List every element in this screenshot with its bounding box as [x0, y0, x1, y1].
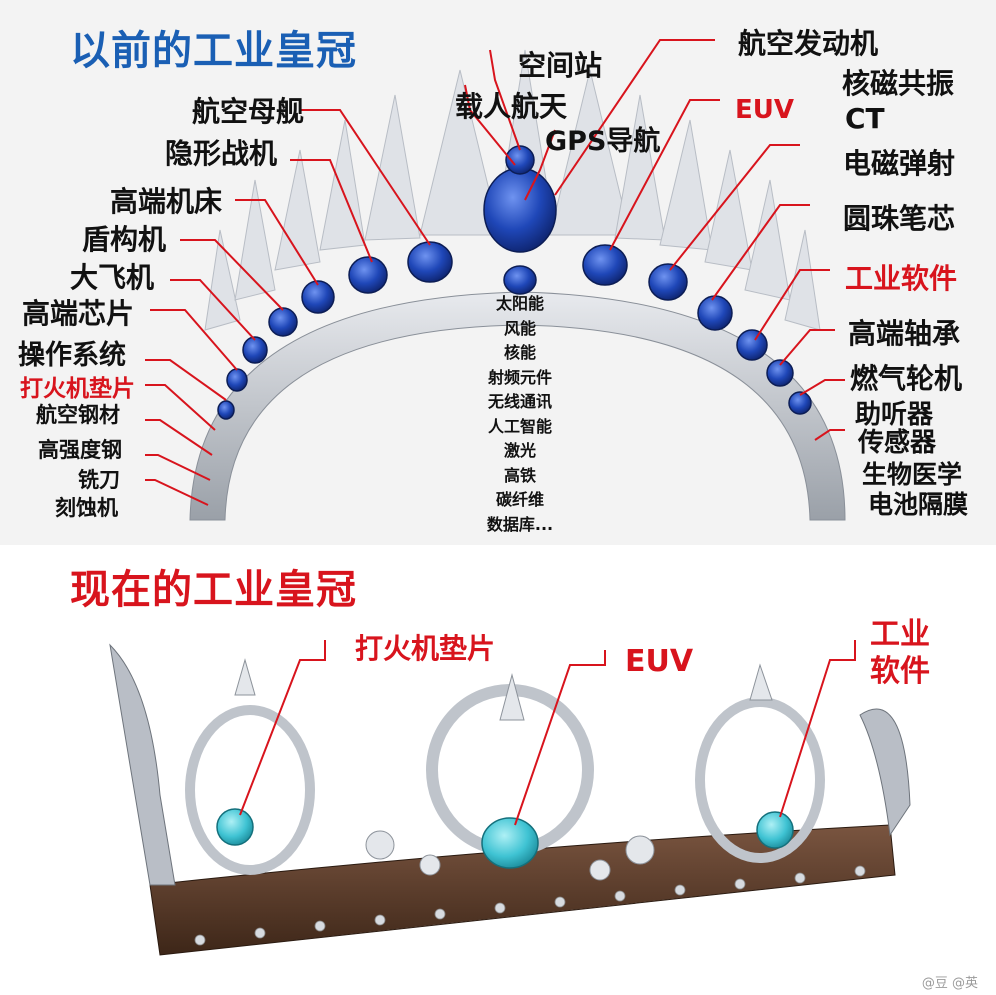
left-frame: [109, 643, 176, 886]
band-studs: [194, 865, 866, 946]
label-large-aircraft: 大飞机: [70, 261, 155, 294]
rusty-band: [149, 824, 896, 956]
old-crown-illustration: [145, 39, 846, 521]
center-list-item: 人工智能: [487, 416, 552, 436]
label-industrial-new-line1: 工业: [870, 617, 930, 652]
label-tunnel-boring-machine: 盾构机: [82, 223, 167, 256]
label-lighter-gasket-new: 打火机垫片: [355, 632, 496, 665]
leader-lines: [145, 39, 845, 506]
label-hearing-aid: 助听器: [855, 400, 934, 430]
ornament-left: [185, 705, 315, 875]
label-industrial-software: 工业软件: [845, 262, 958, 295]
ornament-right: [695, 697, 825, 863]
label-lighter-gasket: 打火机垫片: [20, 376, 135, 402]
center-list-item: 太阳能: [495, 294, 544, 313]
label-euv-new: EUV: [625, 644, 694, 679]
label-high-end-bearing: 高端轴承: [848, 317, 961, 350]
turquoise-stones: [216, 808, 794, 869]
sapphire-stones: [217, 145, 812, 420]
label-biomedicine: 生物医学: [862, 460, 963, 489]
right-frame: [859, 708, 911, 837]
crown-band: [189, 291, 846, 521]
label-emals: 电磁弹射: [843, 147, 956, 180]
label-operating-system: 操作系统: [18, 340, 126, 371]
label-ct: CT: [845, 102, 885, 135]
old-crown-title: 以前的工业皇冠: [70, 28, 357, 74]
center-list-item: 碳纤维: [495, 490, 544, 509]
label-sensor: 传感器: [858, 428, 937, 458]
label-high-end-machine-tool: 高端机床: [110, 185, 223, 218]
ornament-details: [234, 658, 773, 881]
label-gas-turbine: 燃气轮机: [850, 362, 963, 395]
label-euv: EUV: [735, 95, 794, 125]
center-technology-list: 太阳能 风能 核能 射频元件 无线通讯 人工智能 激光 高铁 碳纤维 数据库..…: [455, 292, 585, 537]
center-list-item: 风能: [503, 318, 536, 338]
label-software-new-line2: 软件: [870, 654, 930, 689]
label-stealth-fighter: 隐形战机: [165, 137, 278, 170]
label-space-station: 空间站: [518, 49, 603, 82]
center-list-item: 激光: [503, 441, 536, 460]
label-etching-machine: 刻蚀机: [55, 496, 118, 520]
label-manned-spaceflight: 载人航天: [455, 90, 568, 123]
label-high-end-chip: 高端芯片: [22, 297, 135, 330]
center-list-item: 核能: [503, 343, 536, 362]
label-mri: 核磁共振: [842, 67, 955, 100]
center-list-item: 无线通讯: [487, 392, 552, 411]
label-battery-separator: 电池隔膜: [868, 490, 969, 519]
center-list-item: 射频元件: [487, 367, 552, 387]
watermark: @豆 @英: [921, 976, 978, 991]
new-crown-title: 现在的工业皇冠: [70, 567, 357, 613]
label-ballpoint-tip: 圆珠笔芯: [843, 202, 956, 235]
label-aero-engine: 航空发动机: [738, 27, 879, 60]
leader-lines-bottom: [239, 640, 856, 826]
new-crown-illustration: [109, 640, 911, 956]
new-crown-panel: 现在的工业皇冠 打火机垫片 EUV 工业 软件: [0, 545, 996, 995]
label-milling-cutter: 铣刀: [78, 468, 120, 492]
old-crown-panel: 以前的工业皇冠 空间站 载人航天 GPS导航 航空发动机 核磁共振 CT EUV…: [0, 0, 996, 545]
center-list-item: 数据库...: [486, 514, 554, 534]
label-aircraft-carrier: 航空母舰: [192, 95, 305, 128]
center-list-item: 高铁: [503, 465, 536, 485]
label-aviation-steel: 航空钢材: [36, 403, 120, 427]
label-high-strength-steel: 高强度钢: [38, 438, 122, 462]
label-gps: GPS导航: [545, 126, 661, 157]
